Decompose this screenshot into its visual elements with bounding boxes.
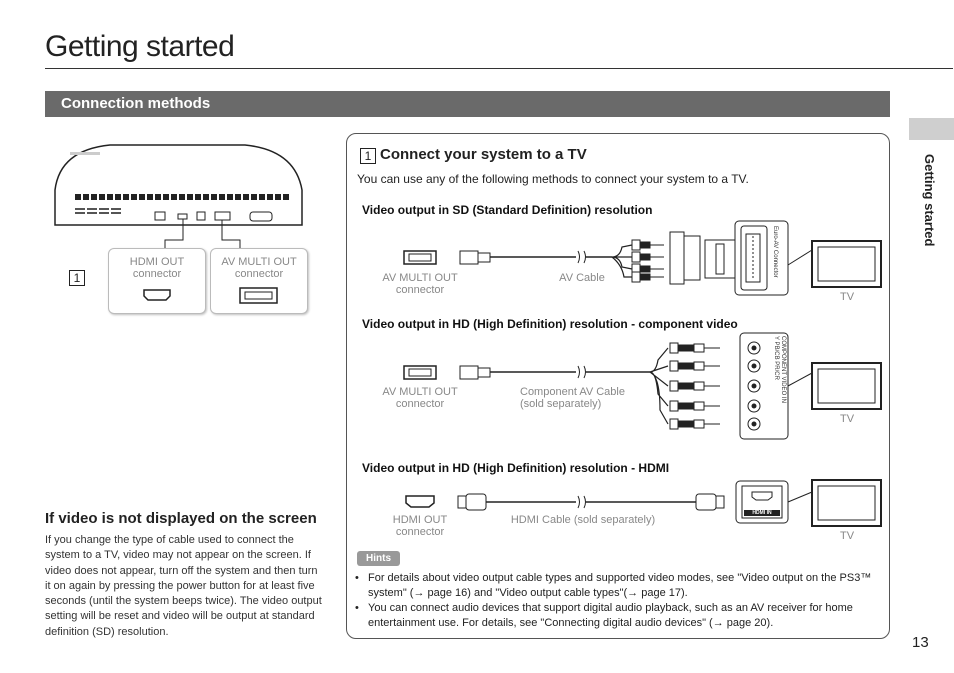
- component-port-line2: connector: [395, 398, 445, 410]
- sd-troubleshoot-heading: If video is not displayed on the screen: [45, 510, 317, 527]
- sd-port-line2: connector: [395, 284, 445, 296]
- page-title: Getting started: [45, 30, 235, 63]
- hdmi-out-callout: HDMI OUT connector: [108, 248, 206, 314]
- component-port-label: AV MULTI OUT connector: [375, 386, 465, 410]
- hdmi-port-label: HDMI OUT connector: [385, 514, 455, 538]
- hdmi-cable-label: HDMI Cable (sold separately): [510, 514, 656, 526]
- component-title: Video output in HD (High Definition) res…: [362, 317, 738, 331]
- sd-tv-label: TV: [839, 291, 855, 303]
- component-tv-port-line1: COMPONENT VIDEO IN: [780, 336, 786, 403]
- component-tv-port-labels: COMPONENT VIDEO IN Y PB/CB PR/CR: [764, 336, 786, 436]
- sd-port-label: AV MULTI OUT connector: [375, 272, 465, 296]
- hint-item: • You can connect audio devices that sup…: [355, 601, 875, 631]
- av-multi-out-label: AV MULTI OUT: [221, 256, 297, 268]
- bullet-icon: •: [355, 602, 359, 614]
- hints-badge: Hints: [357, 551, 400, 566]
- sd-title: Video output in SD (Standard Definition)…: [362, 203, 653, 217]
- av-multi-out-sublabel: connector: [234, 268, 284, 280]
- title-rule: [45, 68, 953, 69]
- component-cable-line2: (sold separately): [520, 398, 602, 410]
- panel-heading: Connect your system to a TV: [380, 146, 587, 163]
- side-section-label: Getting started: [922, 154, 937, 247]
- hdmi-port-line2: connector: [395, 526, 445, 538]
- av-multi-out-callout: AV MULTI OUT connector: [210, 248, 308, 314]
- sd-tv-port-label: Euro-AV Connector: [772, 226, 778, 278]
- panel-intro: You can use any of the following methods…: [357, 172, 749, 186]
- step-number-left: 1: [69, 270, 85, 286]
- sd-troubleshoot-paragraph: If you change the type of cable used to …: [45, 534, 322, 638]
- side-tab: [909, 118, 954, 140]
- hdmi-title: Video output in HD (High Definition) res…: [362, 461, 670, 475]
- hint-text: You can connect audio devices that suppo…: [368, 602, 853, 629]
- component-cable-line1: Component AV Cable: [520, 386, 625, 398]
- connection-panel: [346, 133, 890, 639]
- sd-port-line1: AV MULTI OUT: [382, 272, 458, 284]
- component-port-line1: AV MULTI OUT: [382, 386, 458, 398]
- step-number-panel: 1: [360, 148, 376, 164]
- hint-text: For details about video output cable typ…: [368, 572, 872, 599]
- hdmi-tv-port-label: HDMI IN: [752, 510, 772, 516]
- hdmi-tv-label: TV: [839, 530, 855, 542]
- component-tv-port-line2: Y PB/CB PR/CR: [773, 336, 779, 380]
- section-header: Connection methods: [45, 91, 890, 117]
- bullet-icon: •: [355, 572, 359, 584]
- hdmi-out-label: HDMI OUT: [129, 256, 185, 268]
- hdmi-port-icon: [143, 289, 171, 301]
- av-multi-port-icon: [239, 287, 278, 304]
- sd-cable-label: AV Cable: [559, 272, 605, 284]
- component-cable-label: Component AV Cable (sold separately): [520, 386, 644, 410]
- page-number: 13: [912, 634, 929, 651]
- component-tv-label: TV: [839, 413, 855, 425]
- hint-item: • For details about video output cable t…: [355, 571, 875, 601]
- hdmi-out-sublabel: connector: [132, 268, 182, 280]
- hdmi-port-line1: HDMI OUT: [392, 514, 448, 526]
